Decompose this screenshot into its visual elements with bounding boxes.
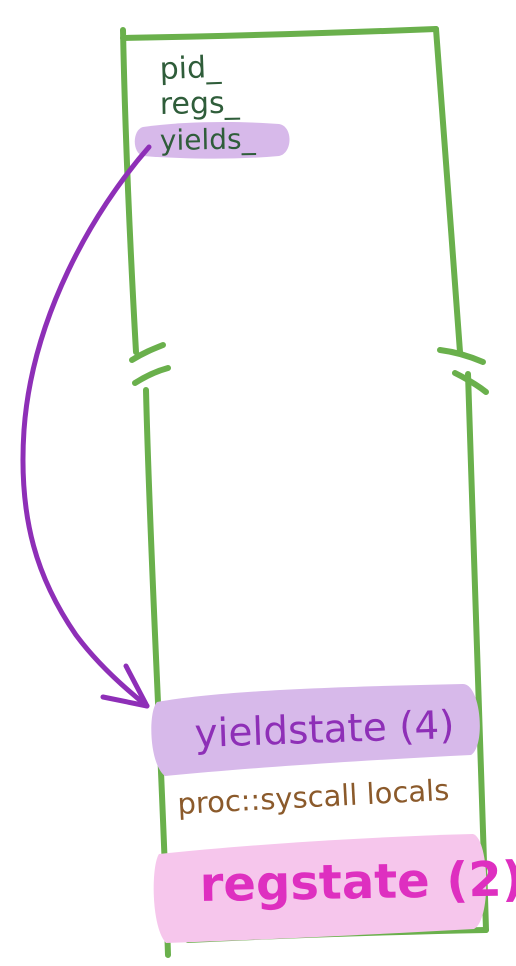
stack-left-edge-top bbox=[120, 27, 139, 355]
right-break-mark-1 bbox=[437, 347, 486, 365]
yieldstate-label: yieldstate (4) bbox=[194, 703, 455, 757]
stack-right-edge-top bbox=[433, 26, 463, 355]
regstate-highlight bbox=[153, 834, 487, 943]
regs-field-label: regs_ bbox=[160, 86, 241, 122]
yields-highlight bbox=[134, 122, 290, 159]
yields-pointer-arrow bbox=[20, 144, 152, 709]
syscall-locals-label: proc::syscall locals bbox=[177, 773, 450, 821]
pointer-arrowhead bbox=[100, 663, 150, 709]
pointer-curve bbox=[20, 144, 152, 709]
right-break-mark-2 bbox=[452, 370, 489, 395]
stack-top-edge bbox=[120, 26, 439, 41]
yieldstate-highlight bbox=[151, 684, 480, 776]
left-break-mark-1 bbox=[129, 342, 166, 363]
yields-field-label: yields_ bbox=[160, 122, 257, 157]
pid-field-label: pid_ bbox=[159, 50, 223, 87]
stack-right-edge-bottom bbox=[465, 371, 489, 933]
regstate-label: regstate (2) bbox=[199, 851, 516, 913]
left-break-mark-2 bbox=[132, 365, 171, 386]
